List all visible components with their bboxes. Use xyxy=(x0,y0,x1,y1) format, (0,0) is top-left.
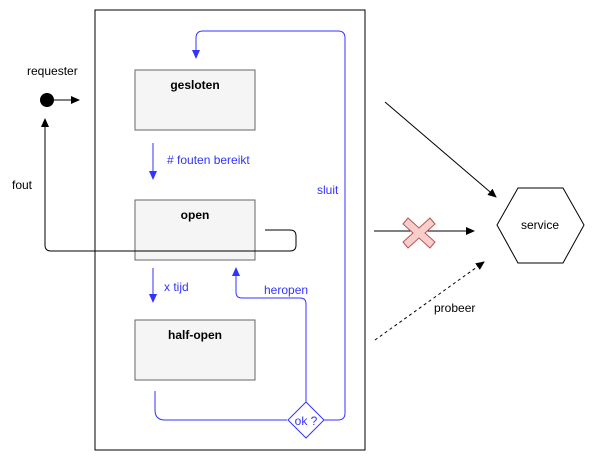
direct-call-arrow xyxy=(384,101,497,198)
transition-open-half-open-label: x tijd xyxy=(164,280,189,294)
transition-close-label: sluit xyxy=(317,183,339,197)
trial-call-arrow xyxy=(374,261,485,341)
decision-diamond xyxy=(287,401,325,439)
state-half-open xyxy=(134,319,256,381)
state-half-open-label: half-open xyxy=(168,328,222,342)
error-return-arrow xyxy=(41,118,297,252)
state-closed-label: gesloten xyxy=(170,78,219,92)
transition-reopen xyxy=(232,267,307,402)
circuit-breaker-frame xyxy=(94,9,366,451)
transition-close xyxy=(192,30,346,421)
error-label: fout xyxy=(12,178,33,192)
requester-label: requester xyxy=(27,64,78,78)
transition-closed-open-label: # fouten bereikt xyxy=(167,153,250,167)
state-closed xyxy=(134,69,256,131)
transition-half-open-decision xyxy=(154,391,287,421)
trial-label: probeer xyxy=(434,301,475,315)
state-open-label: open xyxy=(181,208,210,222)
state-open xyxy=(134,199,256,261)
decision-label: ok ? xyxy=(295,414,318,428)
service-label: service xyxy=(521,218,559,232)
transition-reopen-label: heropen xyxy=(264,283,308,297)
service-node xyxy=(496,187,585,264)
requester-node xyxy=(40,93,54,107)
blocked-cross-icon xyxy=(402,217,436,249)
